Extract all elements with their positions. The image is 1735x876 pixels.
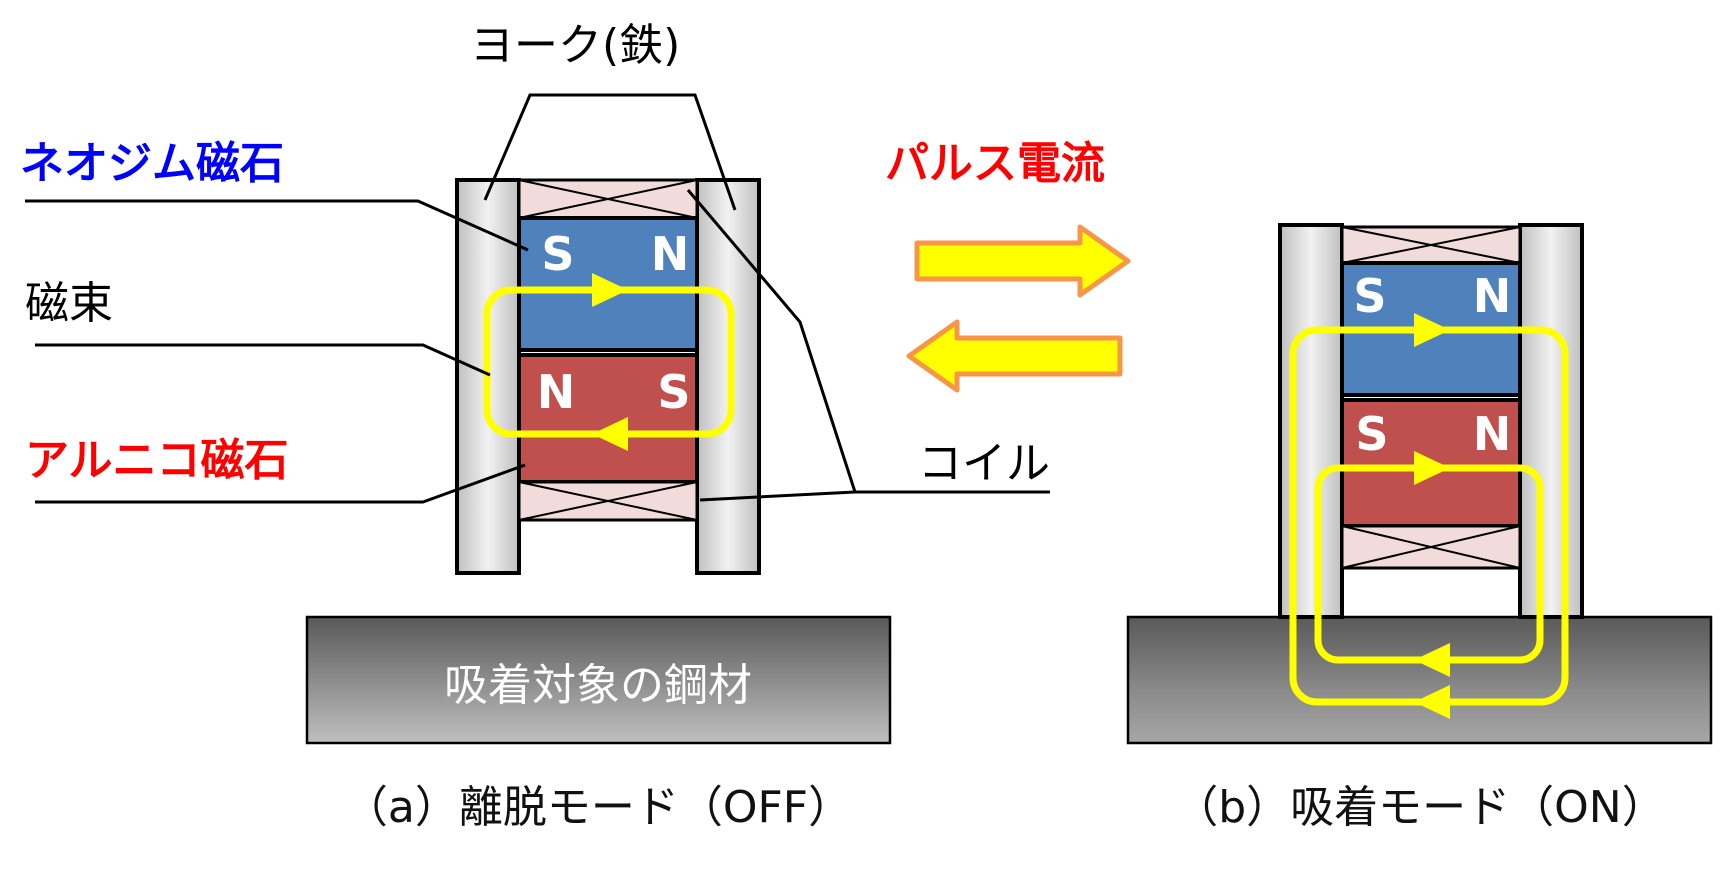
arrow-right <box>914 224 1131 298</box>
flux-arrow-b1 <box>1414 313 1450 347</box>
caption-b: （b）吸着モード（ON） <box>1174 782 1665 833</box>
caption-a: （a）離脱モード（OFF） <box>344 782 852 833</box>
assembly-b: S N S N <box>1126 223 1713 745</box>
pole-label: N <box>1473 269 1512 323</box>
pole-label: N <box>651 227 690 281</box>
flux-arrow-b3 <box>1414 643 1450 677</box>
neodymium-label: ネオジム磁石 <box>20 138 284 189</box>
steel-plate-label: 吸着対象の鋼材 <box>444 660 752 711</box>
flux-arrow-b2 <box>1414 451 1450 485</box>
alnico-magnet-a <box>517 353 699 484</box>
pole-label: S <box>541 227 574 281</box>
coil-label: コイル <box>918 438 1050 489</box>
flux-arrow-left-a <box>592 417 628 451</box>
pole-label: S <box>657 365 690 419</box>
pulse-current-label: パルス電流 <box>885 138 1105 189</box>
steel-plate-a <box>305 615 892 745</box>
steel-plate-b <box>1126 615 1713 745</box>
switch-arrows <box>906 224 1131 393</box>
flux-label: 磁束 <box>25 278 113 329</box>
alnico-label: アルニコ磁石 <box>25 435 289 486</box>
pole-label: S <box>1355 407 1388 461</box>
pole-label: N <box>537 365 576 419</box>
leader-lines <box>25 93 1050 504</box>
pole-label: S <box>1353 269 1386 323</box>
assembly-a: 吸着対象の鋼材 S N N S <box>305 178 892 745</box>
arrow-left <box>906 319 1123 393</box>
yoke-label: ヨーク(鉄) <box>470 20 680 71</box>
yoke-right-leg-b <box>1518 223 1584 619</box>
flux-arrow-b4 <box>1414 685 1450 719</box>
flux-arrow-right-a <box>592 273 628 307</box>
yoke-left-leg-b <box>1278 223 1344 619</box>
pole-label: N <box>1473 407 1512 461</box>
